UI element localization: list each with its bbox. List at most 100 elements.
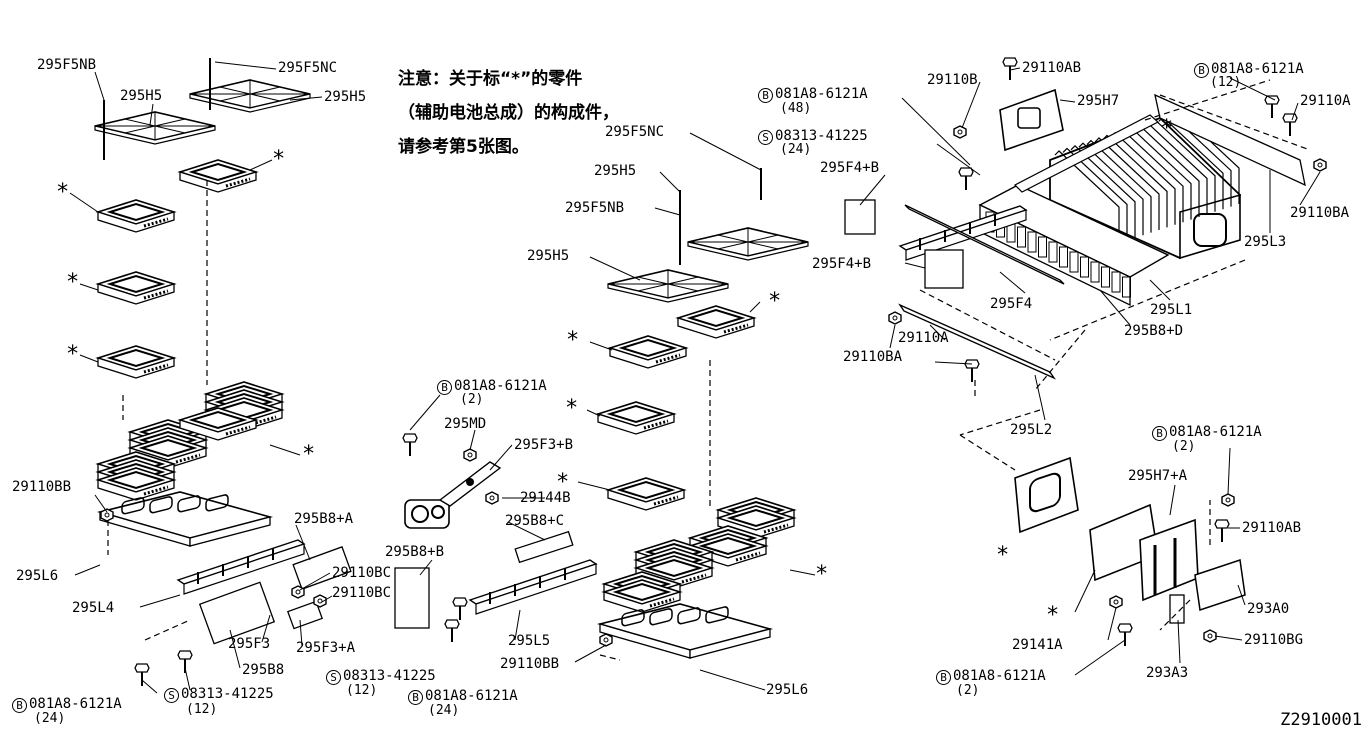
asterisk-marker: * <box>1160 116 1174 141</box>
fastener-code-f1: 081A8-6121A <box>29 696 122 712</box>
label-295F5NC-left: 295F5NC <box>278 60 338 76</box>
fastener-code-f2: 08313-41225 <box>181 686 274 702</box>
asterisk-marker: * <box>768 289 782 314</box>
fastener-code-f7: 08313-41225 <box>775 128 868 144</box>
asterisk-marker: * <box>66 270 80 295</box>
fastener-code-f10: 081A8-6121A <box>953 668 1046 684</box>
tray-mid <box>599 603 771 659</box>
label-295H5-mid-a: 295H5 <box>594 163 637 179</box>
fastener-mark-f10: B <box>936 670 951 685</box>
cell-mid-4 <box>606 476 686 512</box>
tray-left <box>99 491 271 547</box>
asterisk-marker: * <box>56 180 70 205</box>
nut-29110AB-right-top <box>1221 493 1235 507</box>
fastener-mark-f3: B <box>437 380 452 395</box>
bracket-295F3A <box>286 600 324 630</box>
bracket-295L3-a <box>1013 114 1160 193</box>
relay-assembly <box>404 461 502 529</box>
bolt-left-b <box>134 663 150 687</box>
label-29110BB-mid: 29110BB <box>500 656 560 672</box>
label-295L1: 295L1 <box>1150 302 1193 318</box>
busbar-cell <box>1090 261 1100 283</box>
bracket-295B8 <box>198 581 276 645</box>
cell-left-2 <box>96 270 176 306</box>
fastener-code-f8: 081A8-6121A <box>1211 61 1304 77</box>
label-293A0: 293A0 <box>1247 601 1290 617</box>
diagram-code: Z2910001 <box>1280 710 1362 730</box>
bolt-top-right-b <box>1264 95 1280 119</box>
rail-mid <box>469 559 597 615</box>
label-29110BA-mid: 29110BA <box>843 349 903 365</box>
label-29141A: 29141A <box>1012 637 1063 653</box>
fastener-mark-f7: S <box>758 130 773 145</box>
label-29110BG: 29110BG <box>1244 632 1304 648</box>
cover-293A0 <box>1194 559 1246 611</box>
label-295F5NB-left: 295F5NB <box>37 57 97 73</box>
label-295L6-left: 295L6 <box>16 568 59 584</box>
rail-left <box>177 539 305 595</box>
label-295H5-left-b: 295H5 <box>324 89 367 105</box>
label-295B8D: 295B8+D <box>1124 323 1184 339</box>
nut-29110BG <box>1203 629 1217 643</box>
asterisk-marker: * <box>302 442 316 467</box>
module-slice <box>1086 139 1152 233</box>
fastener-qty-f2: (12) <box>186 702 218 717</box>
module-slice <box>1054 150 1120 243</box>
plate-295B8B <box>394 567 430 629</box>
busbar-cell <box>1038 236 1047 258</box>
cell-top-left <box>178 158 258 194</box>
nut-29110B <box>953 125 967 139</box>
fastener-code-f9: 081A8-6121A <box>1169 424 1262 440</box>
nut-29110BA-top <box>1313 158 1327 172</box>
fastener-qty-f7: (24) <box>780 142 812 157</box>
bolt-mid-s <box>452 597 468 621</box>
fastener-mark-f9: B <box>1152 426 1167 441</box>
label-295H7: 295H7 <box>1077 93 1120 109</box>
bolt-mid-b <box>444 619 460 643</box>
label-295H5-left-a: 295H5 <box>120 88 163 104</box>
nut-29110BC-a <box>291 585 305 599</box>
fastener-code-f5: 081A8-6121A <box>425 688 518 704</box>
busbar-cell <box>1101 266 1110 288</box>
fastener-qty-f4: (12) <box>346 683 378 698</box>
busbar-cell <box>1111 271 1121 293</box>
nut-29110BB-mid <box>599 633 613 647</box>
bolt-29110A-top <box>1282 113 1298 137</box>
module-slice <box>1062 147 1128 241</box>
bracket-295L3 <box>1154 93 1306 187</box>
label-295F3: 295F3 <box>228 636 271 652</box>
label-295B8A: 295B8+A <box>294 511 354 527</box>
bracket-295F4B-b <box>924 249 964 289</box>
label-295F4B-b: 295F4+B <box>812 256 872 272</box>
bracket-293A3 <box>1169 594 1185 624</box>
label-29110BC-b: 29110BC <box>332 585 392 601</box>
note-line-3: 请参考第5张图。 <box>398 137 529 157</box>
asterisk-marker: * <box>996 543 1010 568</box>
label-293A3: 293A3 <box>1146 665 1189 681</box>
module-slice <box>1094 137 1160 230</box>
fastener-qty-f9: (2) <box>1172 439 1196 454</box>
label-295L5: 295L5 <box>508 633 551 649</box>
label-29110AB-top: 29110AB <box>1022 60 1082 76</box>
cover-295H7 <box>999 88 1064 152</box>
label-295MD: 295MD <box>444 416 487 432</box>
asterisk-marker: * <box>66 342 80 367</box>
nut-295MD <box>463 448 477 462</box>
busbar-cell <box>1059 246 1068 268</box>
label-295B8: 295B8 <box>242 662 285 678</box>
label-295H5-mid-b: 295H5 <box>527 248 570 264</box>
top-frame-left-a <box>94 111 216 145</box>
strip-295F4 <box>904 204 1065 285</box>
asterisk-marker: * <box>565 396 579 421</box>
label-295H7A: 295H7+A <box>1128 468 1188 484</box>
cell-mid-1 <box>676 304 756 340</box>
label-295L4: 295L4 <box>72 600 115 616</box>
top-frame-mid-a <box>607 269 729 303</box>
busbar-cell <box>1027 231 1037 253</box>
label-295F5NC-mid: 295F5NC <box>605 124 665 140</box>
label-295B8C: 295B8+C <box>505 513 565 529</box>
busbar-cell <box>1069 251 1079 273</box>
